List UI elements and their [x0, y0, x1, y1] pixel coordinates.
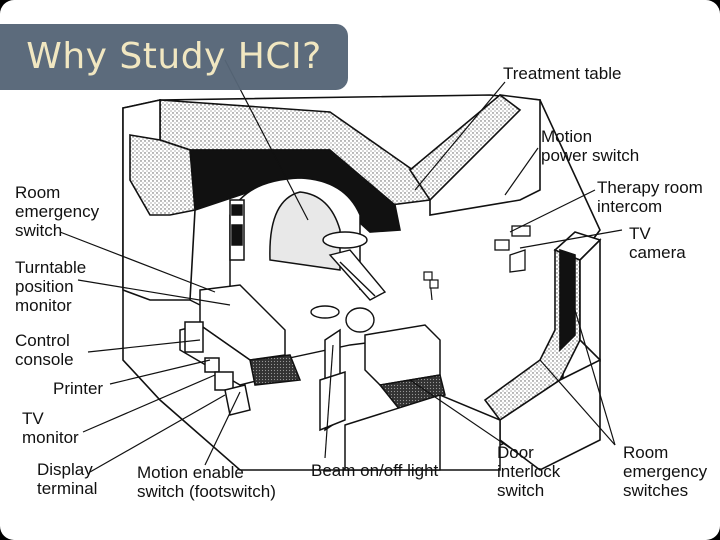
title-banner: Why Study HCI? — [0, 24, 348, 90]
slide-title: Why Study HCI? — [26, 36, 322, 77]
door-area — [319, 324, 501, 471]
gantry — [229, 177, 368, 300]
label-room-emergency-switches: Room emergency switches — [623, 443, 708, 500]
label-therapy-room-intercom: Therapy room intercom — [597, 178, 703, 216]
label-tv-monitor: TV monitor — [22, 409, 79, 447]
label-turntable-position-monitor: Turntable position monitor — [15, 258, 87, 315]
label-control-console: Control console — [15, 331, 74, 369]
label-treatment-table: Treatment table — [503, 64, 622, 83]
label-beam-on-off-light: Beam on/off light — [311, 461, 439, 480]
maze-wall — [483, 231, 602, 471]
wall-fixtures — [423, 271, 439, 289]
label-tv-camera: TV camera — [629, 224, 686, 262]
label-motion-power-switch: Motion power switch — [541, 127, 640, 165]
label-printer: Printer — [53, 379, 104, 398]
treatment-table — [310, 249, 387, 333]
label-room-emergency-switch: Room emergency switch — [15, 183, 100, 240]
label-display-terminal: Display terminal — [37, 460, 98, 498]
label-motion-enable-switch: Motion enable switch (footswitch) — [137, 463, 276, 501]
label-door-interlock-switch: Door interlock switch — [497, 443, 561, 500]
